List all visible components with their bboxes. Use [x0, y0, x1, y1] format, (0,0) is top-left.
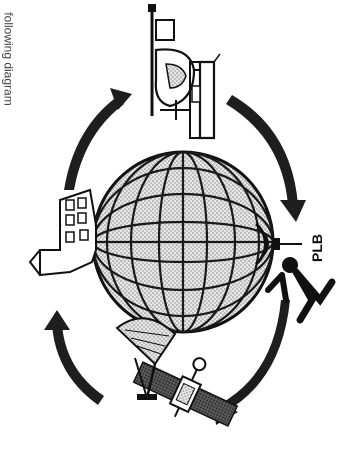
person-icon: [268, 257, 332, 320]
arrow-bottom-left: [52, 325, 104, 405]
plb-label: PLB: [309, 234, 325, 262]
arrow-bottom-left-head: [44, 310, 70, 330]
globe-icon: [93, 152, 273, 332]
arrow-top-right-head: [280, 200, 306, 222]
arrow-top-left: [64, 96, 124, 190]
mission-control-center-icon: [30, 190, 96, 275]
